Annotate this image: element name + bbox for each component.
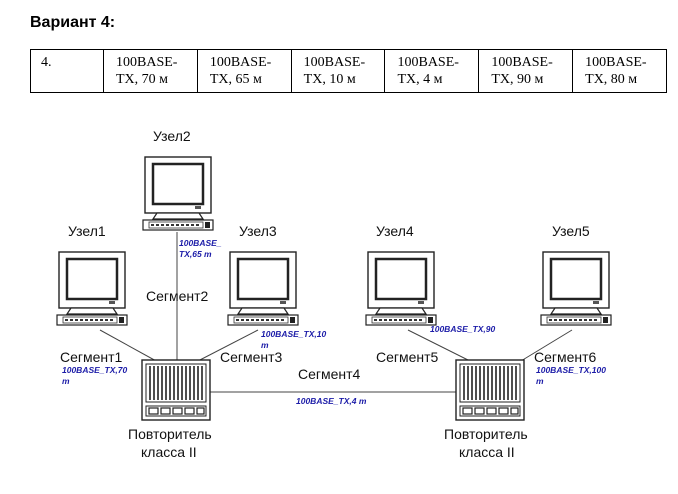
repeater-label: класса II	[141, 444, 197, 460]
repeater-icon	[455, 359, 525, 421]
computer-icon	[539, 250, 613, 327]
cell-line: TX, 65 м	[209, 72, 262, 87]
node-label: Узел2	[153, 128, 191, 144]
segment-label: Сегмент6	[534, 349, 597, 365]
node-label: Узел1	[68, 223, 106, 239]
computer-icon	[226, 250, 300, 327]
table-cell: 100BASE- TX, 4 м	[384, 49, 480, 93]
variant-title: Вариант 4:	[30, 14, 116, 31]
segment-label: Сегмент2	[146, 288, 209, 304]
table-cell: 100BASE- TX, 65 м	[196, 49, 292, 93]
cable-label: 100BASE_TX,100	[536, 365, 606, 375]
cell-line: 100BASE-	[397, 55, 459, 70]
cell-line: TX, 10 м	[303, 72, 356, 87]
segment-label: Сегмент1	[60, 349, 123, 365]
computer-icon	[55, 250, 129, 327]
segment-label: Сегмент5	[376, 349, 439, 365]
cell-line: 100BASE-	[116, 55, 178, 70]
table-cell: 100BASE- TX, 70 м	[103, 49, 198, 93]
cable-label: m	[62, 376, 70, 386]
cell-line: 100BASE-	[491, 55, 553, 70]
cell-line: TX, 90 м	[491, 72, 544, 87]
cell-line: TX, 4 м	[397, 72, 443, 87]
cell-line: 100BASE-	[585, 55, 647, 70]
computer-icon	[141, 155, 215, 232]
cable-label: 100BASE_TX,4 m	[296, 396, 367, 406]
cable-label: m	[536, 376, 544, 386]
cable-label: 100BASE_TX,10	[261, 329, 326, 339]
repeater-icon	[141, 359, 211, 421]
cable-label: 100BASE_	[179, 238, 222, 248]
computer-icon	[364, 250, 438, 327]
table-row: 4. 100BASE- TX, 70 м 100BASE- TX, 65 м 100…	[30, 49, 667, 93]
repeater-label: класса II	[459, 444, 515, 460]
repeater-label: Повторитель	[128, 426, 212, 442]
cell-line: 100BASE-	[303, 55, 366, 70]
cell-line: TX, 70 м	[116, 72, 169, 87]
segment-label: Сегмент4	[298, 366, 361, 382]
node-label: Узел5	[552, 223, 590, 239]
segment5-line	[407, 329, 477, 365]
segment3-line	[195, 329, 259, 363]
table-cell: 100BASE- TX, 90 м	[478, 49, 574, 93]
segment-label: Сегмент3	[220, 349, 283, 365]
cable-label: 100BASE_TX,90	[430, 324, 495, 334]
cell-line: TX, 80 м	[585, 72, 638, 87]
table-cell: 100BASE- TX, 10 м	[290, 49, 386, 93]
cell-line: 100BASE-	[209, 55, 272, 70]
repeater-label: Повторитель	[444, 426, 528, 442]
table-cell: 100BASE- TX, 80 м	[572, 49, 667, 93]
variant-table: 4. 100BASE- TX, 70 м 100BASE- TX, 65 м 100…	[30, 49, 667, 93]
cable-label: TX,65 m	[179, 249, 212, 259]
segment1-line	[99, 329, 159, 363]
cable-label: m	[261, 340, 269, 350]
cable-label: 100BASE_TX,70	[62, 365, 127, 375]
node-label: Узел3	[239, 223, 277, 239]
node-label: Узел4	[376, 223, 414, 239]
segment6-line	[515, 329, 573, 365]
row-number: 4.	[30, 49, 104, 93]
